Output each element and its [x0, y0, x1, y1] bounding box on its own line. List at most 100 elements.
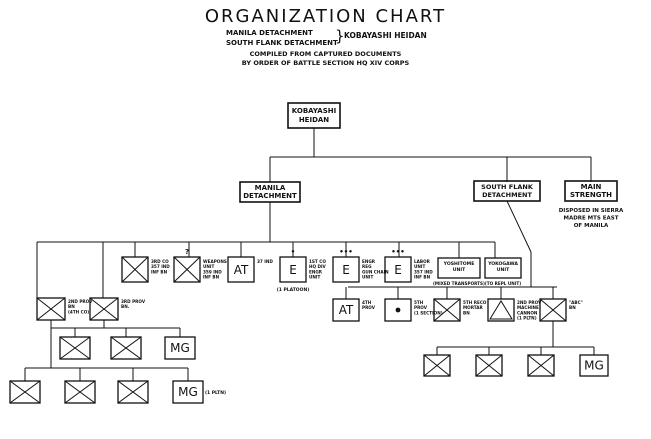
abc-co-box-a	[423, 354, 451, 377]
rifle-co-box-c-cross	[9, 380, 41, 404]
kobayashi-heidan-label: KOBAYASHI	[292, 107, 336, 115]
compiled-line-2: BY ORDER OF BATTLE SECTION HQ XIV CORPS	[241, 59, 410, 67]
unit-3-label: UNIT	[309, 275, 320, 280]
south-unit-4-label: BN	[569, 305, 576, 310]
unit-3-engineer-box-symbol: E	[289, 263, 297, 277]
south-unit-1-label: (1 SECTION)	[414, 310, 443, 315]
unit-0-label: INF BN	[151, 269, 168, 274]
main-strength-label: STRENGTH	[570, 191, 612, 199]
compiled-note: COMPILED FROM CAPTURED DOCUMENTS BY ORDE…	[0, 50, 651, 68]
rifle-co-box-d	[64, 380, 96, 404]
south-unit-0-label: 4TH	[362, 300, 372, 305]
yokogawa-unit-box	[484, 257, 522, 279]
yoshitome-unit-label: YOSHITOME	[443, 261, 475, 267]
abc-co-box-c-cross	[527, 354, 555, 377]
south-unit-0-antitank-box-symbol: AT	[339, 303, 354, 317]
rifle-co-box-a-cross	[59, 336, 91, 360]
abc-machine-gun-box-symbol: MG	[584, 358, 604, 372]
unit-0-infantry-box-cross	[121, 256, 149, 283]
unit-3-note: (1 PLATOON)	[277, 287, 310, 293]
unit-3-label: HQ DIV	[309, 264, 327, 269]
2nd-prov-bn-label: (4TH CO)	[68, 309, 89, 314]
unit-1-label: 359 IND	[203, 269, 222, 274]
unit-5-label: LABOR	[414, 259, 431, 264]
yoshitome-unit-box	[437, 257, 481, 279]
unit-5-engineer-box	[384, 256, 412, 283]
south-unit-3-label: (1 PLTN)	[517, 316, 537, 321]
unit-5-engineer-box-symbol: E	[394, 263, 402, 277]
detachment-names: MANILA DETACHMENT SOUTH FLANK DETACHMENT	[226, 28, 338, 48]
yokogawa-unit-note: (TO REPL UNIT)	[485, 281, 521, 286]
chart-title: ORGANIZATION CHART	[204, 6, 447, 27]
machine-gun-co-box-lower	[172, 380, 204, 404]
unit-5-label: 357 IND	[414, 269, 433, 274]
manila-detachment-label: DETACHMENT	[243, 192, 297, 200]
yokogawa-unit-label: YOKOGAWA	[487, 261, 518, 267]
abc-co-box-b-cross	[475, 354, 503, 377]
rifle-co-box-a	[59, 336, 91, 360]
unit-3-strength-mark: •	[291, 248, 295, 256]
unit-1-label: INF BN	[203, 275, 220, 280]
unit-4-label: GUN CHAIN	[362, 269, 389, 274]
south-flank-detachment-line: SOUTH FLANK DETACHMENT	[226, 39, 338, 47]
abc-co-box-c	[527, 354, 555, 377]
compiled-line-1: COMPILED FROM CAPTURED DOCUMENTS	[249, 50, 402, 58]
unit-4-label: UNIT	[362, 275, 373, 280]
machine-gun-pltn-note: (1 PLTN)	[205, 390, 226, 396]
2nd-prov-bn-box-cross	[36, 297, 66, 321]
unit-1-label: WEAPONS	[203, 259, 227, 264]
main-strength-label: MAIN	[581, 183, 602, 191]
2nd-prov-bn-label: 2ND PROV	[68, 299, 93, 304]
unit-4-engineer-box	[332, 256, 360, 283]
south-unit-4-label: "ABC"	[569, 300, 583, 305]
abc-machine-gun-box	[579, 354, 609, 377]
unit-1-label: UNIT	[203, 264, 214, 269]
unit-2-antitank-box-symbol: AT	[234, 263, 249, 277]
unit-2-label: 37 IND	[257, 259, 273, 264]
unit-5-label: INF BN	[414, 275, 431, 280]
machine-gun-co-box-upper-symbol: MG	[170, 341, 190, 355]
main-strength-note: OF MANILA	[574, 223, 609, 229]
main-strength-note: MADRE MTS EAST	[563, 216, 618, 222]
south-flank-detachment-label: DETACHMENT	[482, 191, 532, 199]
south-unit-2-label: 5TH RECO	[463, 300, 487, 305]
south-unit-0-label: PROV	[362, 305, 376, 310]
3rd-prov-bn-box-cross	[89, 297, 119, 321]
south-unit-2-label: BN	[463, 310, 470, 315]
abc-co-box-b	[475, 354, 503, 377]
south-unit-4-infantry-box-cross	[539, 298, 567, 322]
south-unit-1-artillery-box	[384, 298, 412, 322]
main-strength-note: DISPOSED IN SIERRA	[559, 208, 624, 214]
unit-4-strength-mark: •••	[339, 248, 352, 256]
unit-0-label: 3RD CO	[151, 259, 169, 264]
south-unit-2-infantry-box-cross	[433, 298, 461, 322]
rifle-co-box-b	[110, 336, 142, 360]
unit-4-engineer-box-symbol: E	[342, 263, 350, 277]
south-flank-detachment-label: SOUTH FLANK	[481, 183, 534, 191]
3rd-prov-bn-label: 3RD PROV	[121, 299, 146, 304]
unit-0-infantry-box	[121, 256, 149, 283]
unit-3-engineer-box	[279, 256, 307, 283]
brace-glyph: }	[335, 27, 345, 45]
unit-4-label: REG	[362, 264, 372, 269]
south-unit-2-label: MORTAR	[463, 305, 484, 310]
unit-2-antitank-box	[227, 256, 255, 283]
south-unit-1-label: PROV	[414, 305, 428, 310]
machine-gun-co-box-lower-symbol: MG	[178, 385, 198, 399]
south-flank-diag	[506, 200, 532, 253]
unit-3-label: 1ST CO	[309, 259, 326, 264]
main-strength-box	[564, 180, 618, 202]
unit-5-label: UNIT	[414, 264, 425, 269]
abc-co-box-a-cross	[423, 354, 451, 377]
rifle-co-box-d-cross	[64, 380, 96, 404]
rifle-co-box-b-cross	[110, 336, 142, 360]
2nd-prov-bn-label: BN	[68, 304, 75, 309]
unit-0-label: 357 IND	[151, 264, 170, 269]
south-unit-0-antitank-box	[332, 298, 360, 322]
unit-5-strength-mark: •••	[391, 248, 404, 256]
3rd-prov-bn-label: BN.	[121, 304, 130, 309]
south-unit-1-label: 5TH	[414, 300, 424, 305]
yoshitome-unit-label: UNIT	[453, 267, 466, 273]
rifle-co-box-e-cross	[117, 380, 149, 404]
